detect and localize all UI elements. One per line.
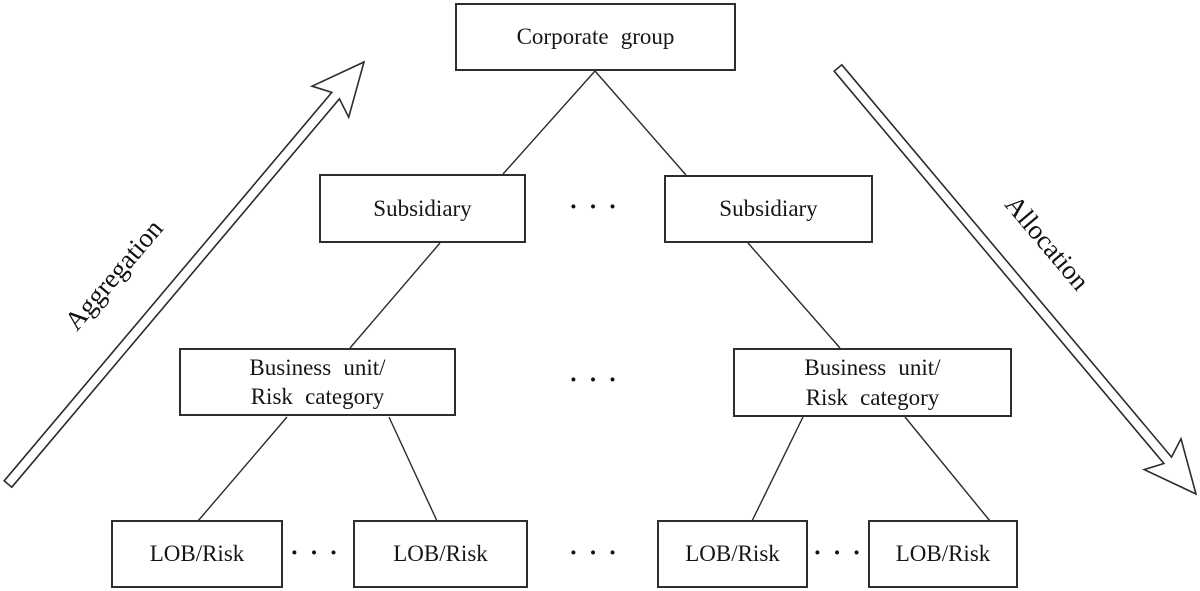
node-business-unit-left: Business unit/ Risk category — [179, 348, 456, 416]
node-lob-risk-3: LOB/Risk — [657, 520, 808, 588]
connector-line — [502, 70, 596, 175]
ellipsis-lob-2-3: ··· — [569, 540, 629, 567]
connector-line — [388, 416, 438, 522]
node-lob-risk-4: LOB/Risk — [868, 520, 1018, 588]
connector-line — [594, 70, 687, 176]
node-lob-risk-2: LOB/Risk — [353, 520, 528, 588]
node-label: Subsidiary — [373, 195, 472, 221]
node-subsidiary-left: Subsidiary — [319, 174, 526, 243]
node-business-unit-right: Business unit/ Risk category — [733, 348, 1012, 417]
connector-line — [751, 416, 804, 522]
node-label-line1: Business unit/ — [249, 354, 386, 380]
node-label-line2: Risk category — [250, 384, 385, 409]
connector-line — [349, 242, 441, 349]
node-label: Subsidiary — [719, 196, 818, 222]
ellipsis-lob-3-4: ··· — [813, 540, 873, 567]
node-label: LOB/Risk — [149, 541, 245, 567]
connector-line — [904, 416, 991, 522]
node-label-line1: Business unit/ — [804, 355, 941, 381]
node-label: LOB/Risk — [685, 541, 780, 567]
ellipsis-subsidiaries: ··· — [569, 194, 629, 221]
ellipsis-business-units: ··· — [569, 367, 629, 394]
node-label: Corporate group — [516, 24, 675, 50]
node-label: LOB/Risk — [393, 541, 488, 567]
node-corporate-group: Corporate group — [455, 3, 736, 71]
node-subsidiary-right: Subsidiary — [664, 175, 873, 243]
node-label: LOB/Risk — [895, 541, 991, 567]
connector-line — [197, 416, 288, 522]
node-label-line2: Risk category — [805, 384, 940, 410]
ellipsis-lob-1-2: ··· — [290, 540, 350, 567]
connector-line — [747, 242, 841, 349]
allocation-arrow — [833, 63, 1198, 496]
aggregation-arrow — [3, 60, 366, 489]
node-lob-risk-1: LOB/Risk — [111, 520, 283, 588]
